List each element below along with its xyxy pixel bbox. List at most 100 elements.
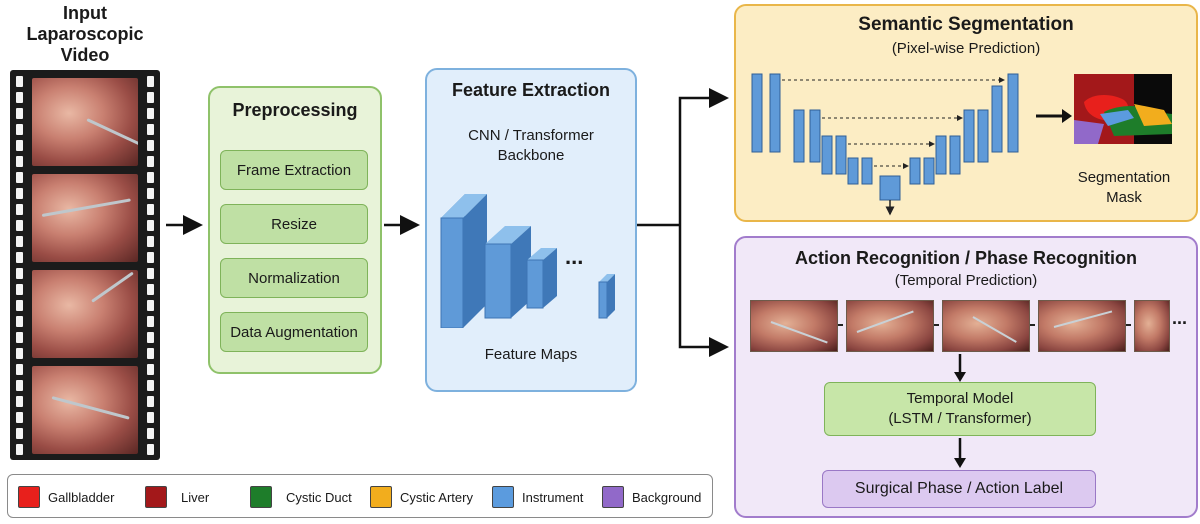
frame-separator [934, 324, 939, 326]
frame-separator [838, 324, 843, 326]
feature-extraction-panel: Feature Extraction CNN / Transformer Bac… [425, 68, 637, 392]
legend: Gallbladder Liver Cystic Duct Cystic Art… [7, 474, 713, 518]
film-sprocket-hole [16, 92, 23, 103]
film-sprocket-hole [16, 428, 23, 439]
video-clip-frame [846, 300, 934, 352]
film-sprocket-hole [147, 332, 154, 343]
segmentation-subtitle: (Pixel-wise Prediction) [891, 40, 1041, 57]
arrow-to-segmentation [678, 88, 729, 225]
video-frame [32, 78, 138, 166]
segmentation-title: Semantic Segmentation [858, 14, 1074, 35]
film-sprocket-hole [16, 140, 23, 151]
film-sprocket-hole [16, 412, 23, 423]
video-frame [32, 270, 138, 358]
legend-label: Cystic Artery [400, 489, 473, 505]
arrow-to-action [678, 225, 729, 357]
legend-swatch [370, 486, 392, 508]
mask-label-line1: Segmentation [1077, 169, 1171, 186]
legend-item-background: Background [602, 486, 701, 508]
legend-item-gallbladder: Gallbladder [18, 486, 115, 508]
film-sprocket-hole [147, 380, 154, 391]
input-title-line3: Video [60, 45, 110, 65]
film-sprocket-hole [16, 268, 23, 279]
temporal-model-box: Temporal Model (LSTM / Transformer) [824, 382, 1096, 436]
unet-graphic [751, 73, 1019, 216]
film-sprocket-hole [147, 268, 154, 279]
legend-swatch [602, 486, 624, 508]
frame-separator [1126, 324, 1131, 326]
film-sprocket-hole [16, 300, 23, 311]
film-sprocket-hole [16, 204, 23, 215]
legend-item-cystic-artery: Cystic Artery [370, 486, 473, 508]
action-recognition-panel: Action Recognition / Phase Recognition (… [734, 236, 1198, 518]
film-sprocket-hole [16, 220, 23, 231]
video-clip-frame [1038, 300, 1126, 352]
film-sprocket-hole [147, 444, 154, 455]
legend-swatch [18, 486, 40, 508]
input-title-line2: Laparoscopic [26, 24, 144, 44]
output-label-box: Surgical Phase / Action Label [822, 470, 1096, 508]
step-data-augmentation: Data Augmentation [220, 312, 368, 352]
mask-label-line2: Mask [1106, 189, 1142, 206]
action-title: Action Recognition / Phase Recognition [794, 248, 1138, 268]
film-sprocket-hole [147, 220, 154, 231]
film-sprocket-hole [147, 412, 154, 423]
legend-swatch [145, 486, 167, 508]
preprocessing-panel: Preprocessing Frame Extraction Resize No… [208, 86, 382, 374]
film-sprocket-hole [16, 108, 23, 119]
video-frame [32, 366, 138, 454]
legend-swatch [492, 486, 514, 508]
input-title-line1: Input [63, 3, 107, 23]
backbone-label: CNN / Transformer Backbone [427, 126, 635, 166]
film-sprocket-hole [16, 188, 23, 199]
film-sprocket-hole [16, 236, 23, 247]
seg-to-mask-arrow [1036, 109, 1072, 123]
feature-extraction-title: Feature Extraction [451, 80, 611, 100]
video-clip-frame [942, 300, 1030, 352]
film-sprocket-hole [16, 380, 23, 391]
feature-ellipsis: ... [565, 244, 584, 269]
film-sprocket-hole [147, 76, 154, 87]
film-sprocket-hole [147, 156, 154, 167]
legend-label: Background [632, 489, 702, 505]
segmentation-mask-image [1074, 74, 1172, 144]
temporal-model-line2: (LSTM / Transformer) [888, 410, 1032, 427]
film-sprocket-hole [147, 316, 154, 327]
step-normalization: Normalization [220, 258, 368, 298]
film-sprocket-hole [147, 300, 154, 311]
temporal-model-line1: Temporal Model [906, 390, 1014, 407]
film-sprocket-hole [16, 364, 23, 375]
film-sprocket-hole [147, 188, 154, 199]
more-frames-ellipsis: ... [1172, 308, 1188, 328]
segmentation-panel: Semantic Segmentation (Pixel-wise Predic… [734, 4, 1198, 222]
legend-label: Liver [181, 489, 210, 505]
film-sprocket-hole [147, 108, 154, 119]
film-sprocket-hole [16, 348, 23, 359]
action-subtitle: (Temporal Prediction) [894, 272, 1038, 289]
film-sprocket-hole [16, 444, 23, 455]
legend-label: Instrument [522, 489, 584, 505]
film-sprocket-hole [147, 284, 154, 295]
film-sprocket-hole [147, 428, 154, 439]
video-frame [32, 174, 138, 262]
legend-item-liver: Liver [145, 486, 209, 508]
film-sprocket-hole [16, 396, 23, 407]
feature-maps-caption: Feature Maps [484, 346, 578, 363]
legend-swatch [250, 486, 272, 508]
feature-maps-graphic [440, 194, 615, 328]
legend-label: Cystic Duct [286, 489, 352, 505]
film-sprocket-hole [16, 156, 23, 167]
film-sprocket-hole [147, 172, 154, 183]
film-sprocket-hole [147, 252, 154, 263]
legend-label: Gallbladder [48, 489, 115, 505]
backbone-label-line1: CNN / Transformer [468, 127, 594, 144]
mask-label: Segmentation Mask [1056, 168, 1192, 208]
film-sprocket-hole [147, 236, 154, 247]
film-sprocket-hole [16, 332, 23, 343]
legend-item-instrument: Instrument [492, 486, 583, 508]
film-sprocket-hole [16, 124, 23, 135]
input-title: Input Laparoscopic Video [10, 3, 160, 66]
temporal-arrows [954, 354, 966, 468]
video-clip-frame [750, 300, 838, 352]
film-sprocket-hole [16, 252, 23, 263]
